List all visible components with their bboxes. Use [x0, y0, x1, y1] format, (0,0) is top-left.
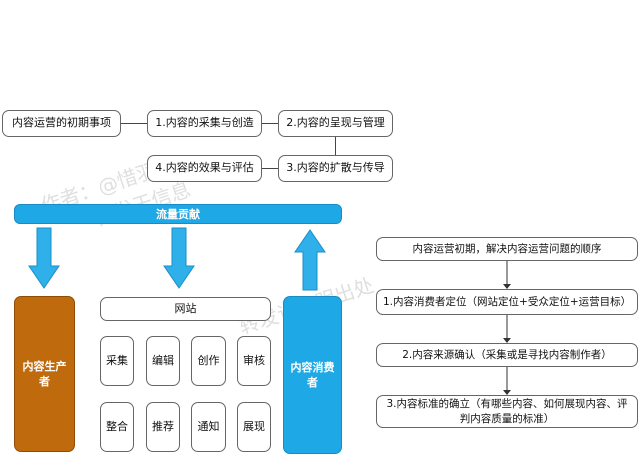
cell-collect: 采集	[100, 336, 134, 386]
cell-review: 审核	[237, 336, 271, 386]
step-present-manage-box: 2.内容的呈现与管理	[278, 110, 393, 137]
traffic-contribution-band: 流量贡献	[14, 204, 342, 224]
order-step2-box: 2.内容来源确认（采集或是寻找内容制作者）	[376, 343, 638, 367]
step-collect-create-box: 1.内容的采集与创造	[147, 110, 262, 137]
step-effect-evaluate-box: 4.内容的效果与评估	[147, 155, 262, 182]
connector-main-step1	[121, 123, 147, 124]
cell-notify: 通知	[191, 402, 226, 452]
order-step3-box: 3.内容标准的确立（有哪些内容、如何展现内容、评判内容质量的标准）	[376, 395, 638, 428]
up-arrow-consumer	[294, 229, 326, 291]
cell-recommend: 推荐	[146, 402, 180, 452]
content-consumer-column: 内容消费者	[283, 296, 342, 454]
down-arrow-producer	[28, 227, 60, 289]
website-title-box: 网站	[100, 297, 271, 321]
cell-integrate: 整合	[100, 402, 134, 452]
connector-step1-step2	[262, 123, 278, 124]
down-arrow-website	[163, 227, 195, 289]
step-spread-transmit-box: 3.内容的扩散与传导	[278, 155, 393, 182]
order-step1-box: 1.内容消费者定位（网站定位+受众定位+运营目标）	[376, 289, 638, 315]
cell-edit: 编辑	[146, 336, 180, 386]
connector-step2-step3	[335, 137, 336, 155]
connector-step3-step4	[262, 168, 278, 169]
cell-create: 创作	[191, 336, 226, 386]
initial-matters-box: 内容运营的初期事项	[2, 110, 121, 137]
content-producer-column: 内容生产者	[14, 296, 75, 452]
order-header-box: 内容运营初期，解决内容运营问题的顺序	[376, 237, 638, 261]
cell-display: 展现	[237, 402, 271, 452]
